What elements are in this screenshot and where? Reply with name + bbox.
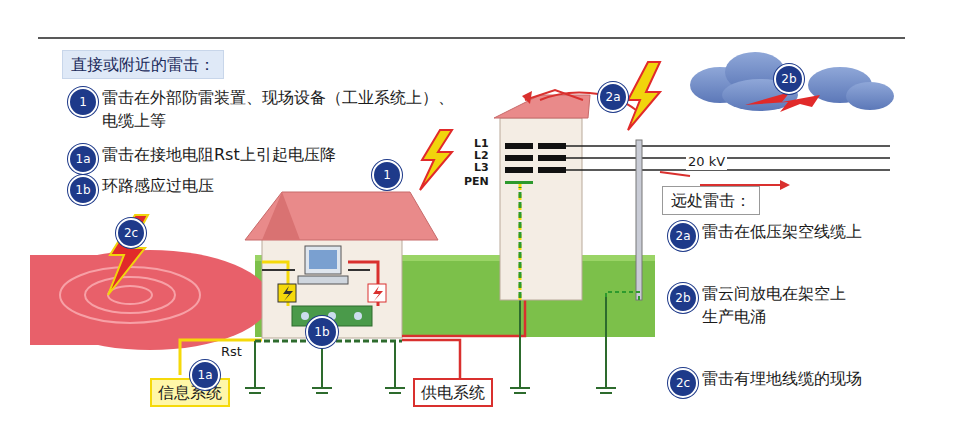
busbars (505, 143, 566, 184)
overhead-lines (566, 146, 890, 170)
surge-protector (278, 284, 296, 302)
legend-text: 雷击有埋地线缆的现场 (702, 367, 942, 390)
legend-text: 雷击在接地电阻Rst上引起电压降 (102, 143, 502, 166)
lightning-bolt (420, 130, 452, 190)
ring (85, 277, 175, 313)
callout-number: 1b (68, 175, 98, 205)
strike-zone-left (30, 255, 150, 345)
conductor-name: PEN (464, 176, 489, 188)
conductor-name: L2 (474, 150, 489, 162)
house-roof (245, 192, 438, 240)
pole-earth (606, 292, 639, 300)
value-label: 20 kV (686, 154, 727, 170)
legend-text: 雷击在低压架空线缆上 (702, 220, 942, 243)
terminal (354, 312, 362, 320)
node-text: 远处雷击： (671, 189, 751, 212)
surge-protector (368, 284, 386, 302)
callout-number: 2a (668, 221, 698, 251)
system-label: 供电系统 (413, 378, 493, 407)
power-wire-black (348, 269, 370, 271)
callout-number: 2b (774, 64, 804, 94)
node-text: 直接或附近的雷击： (71, 53, 215, 76)
legend-text: 环路感应过电压 (102, 174, 502, 197)
lightning-bolt (628, 62, 660, 130)
callout-number: 2c (668, 368, 698, 398)
callout-number: 2a (598, 82, 628, 112)
info-wire-black (262, 269, 295, 271)
legend-text: 雷云间放电在架空上生产电涌 (702, 282, 852, 328)
callout-number: 2b (668, 283, 698, 313)
top-rule (38, 37, 905, 39)
strike-zone (30, 250, 270, 350)
section-heading: 直接或附近的雷击： (62, 50, 224, 79)
conductor-name: L3 (474, 162, 489, 174)
callout-number: 1a (68, 144, 98, 174)
pole (636, 140, 642, 300)
terminal (301, 312, 309, 320)
conductor-name: L1 (474, 138, 489, 150)
spd-bolt (373, 286, 383, 301)
ring (60, 267, 200, 323)
keyboard (298, 276, 348, 284)
pen-conductor (519, 184, 522, 300)
lightning-bolt (108, 215, 148, 295)
surge-arrow (660, 172, 690, 176)
value-label: Rst (219, 344, 244, 360)
monitor (305, 246, 341, 274)
roof-side (262, 192, 300, 240)
callout-number: 2c (116, 218, 146, 248)
spd-bolt (283, 286, 293, 301)
callout-number: 1 (372, 160, 402, 190)
cloud-discharge (745, 92, 820, 112)
thundercloud (690, 52, 894, 111)
legend-text: 雷击在外部防雷装置、现场设备（工业系统上）、电缆上等 (102, 86, 462, 132)
arrowhead (780, 180, 790, 190)
ring (108, 286, 152, 304)
callout-number: 1b (306, 316, 338, 348)
section-heading: 远处雷击： (662, 186, 760, 215)
pen-conductor (519, 187, 522, 300)
screen (309, 250, 337, 269)
node-text: 供电系统 (421, 381, 485, 404)
callout-number: 1a (190, 360, 220, 390)
arrowhead (522, 91, 532, 104)
power-cable-to-building (402, 300, 525, 336)
callout-number: 1 (68, 87, 98, 117)
